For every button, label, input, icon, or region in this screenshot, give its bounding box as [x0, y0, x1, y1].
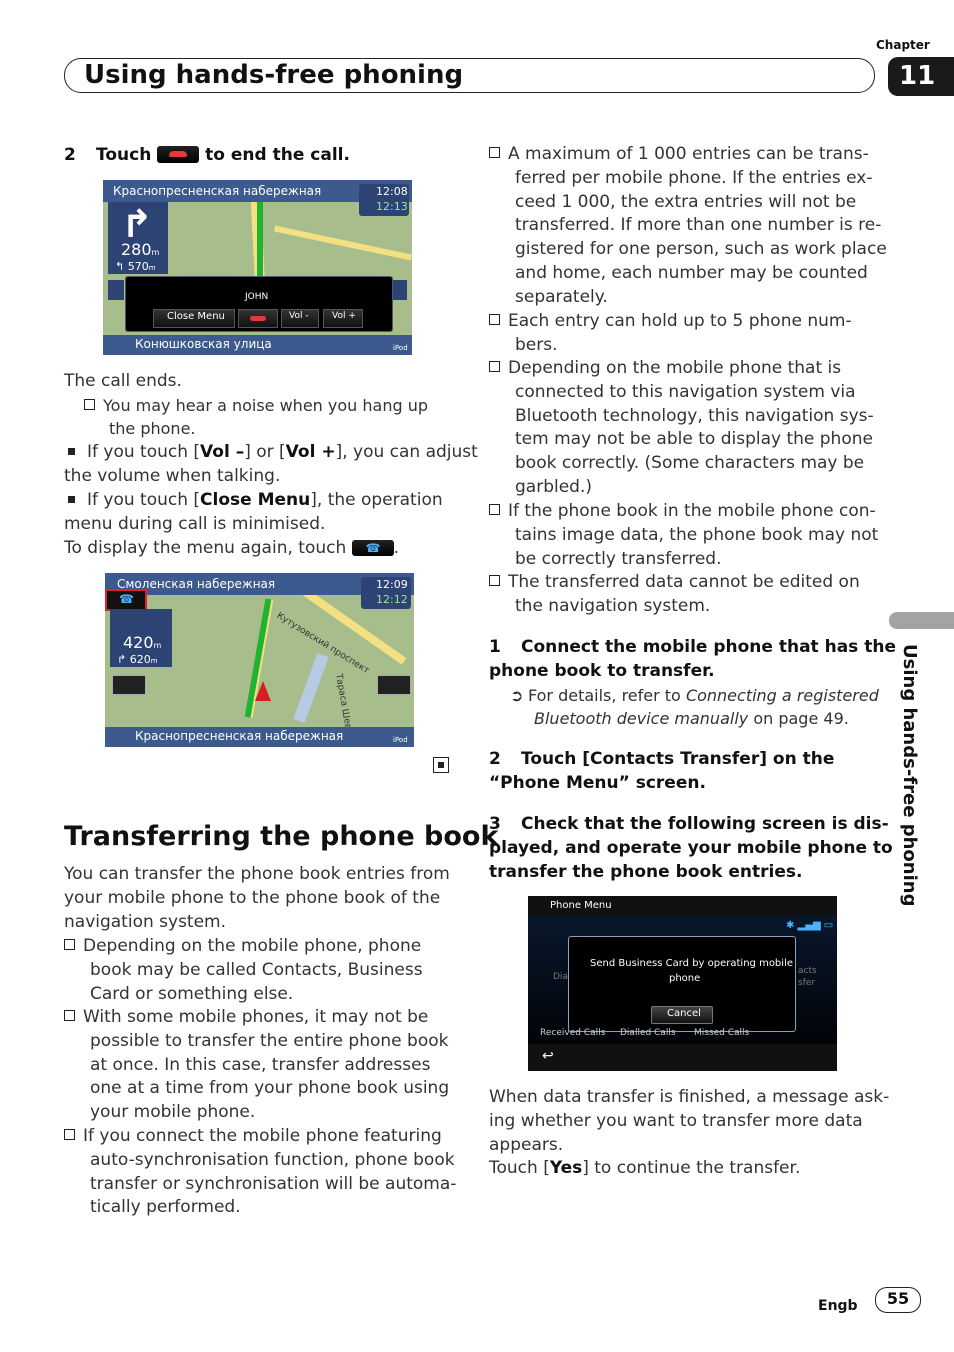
dialog-message-2: phone — [669, 973, 701, 984]
distance-label: 280m — [121, 240, 160, 259]
turn-panel — [108, 202, 168, 274]
chapter-number-badge — [888, 57, 954, 96]
vol-plus-label: Vol + — [332, 311, 356, 321]
street-name-top: Смоленская набережная — [117, 577, 276, 591]
missed-calls-label: Missed Calls — [694, 1028, 750, 1038]
distance2-label: ↱ 620m — [117, 653, 158, 666]
cancel-label: Cancel — [667, 1008, 701, 1019]
page-number-badge — [875, 1287, 921, 1313]
close-menu-label: Close Menu — [167, 311, 225, 322]
vol-info: If you touch [Vol –] or [Vol +], you can… — [64, 442, 478, 486]
yes-text: Touch [Yes] to continue the transfer. — [489, 1158, 801, 1178]
step-2-heading: 2 Touch to end the call. — [64, 144, 350, 166]
ipod-label: iPod — [393, 736, 408, 744]
left-bullet-3: If you connect the mobile phone featurin… — [64, 1125, 456, 1220]
dialog-message-1: Send Business Card by operating mobile — [590, 958, 793, 969]
reference-note: ➲For details, refer to Connecting a regi… — [510, 686, 879, 729]
side-right-text-1: acts — [798, 966, 817, 976]
phone-menu-screenshot: Phone Menu ✱ ▂▄▆ ▭ Dia acts sfer Send Bu… — [528, 896, 837, 1071]
side-tab-label: Using hands-free phoning — [899, 644, 920, 907]
right-bullet-5: The transferred data cannot be edited on… — [489, 571, 860, 619]
back-icon[interactable]: ↩ — [542, 1048, 554, 1064]
vol-plus-button[interactable] — [323, 309, 363, 328]
ipod-label: iPod — [393, 344, 408, 352]
turn-arrow-icon: ↱ — [121, 202, 153, 246]
side-left-text: Dia — [553, 972, 568, 982]
caller-name: JOHN — [245, 292, 269, 302]
distance2-label: ↰ 570m — [115, 260, 156, 273]
right-bullet-1: A maximum of 1 000 entries can be trans-… — [489, 143, 887, 310]
turn-panel — [110, 609, 172, 667]
right-bullet-3: Depending on the mobile phone that is co… — [489, 357, 874, 500]
step-text-post: to end the call. — [205, 145, 350, 165]
bluetooth-signal-icon: ✱ ▂▄▆ ▭ — [786, 920, 834, 931]
display-again-text: To display the menu again, touch ☎ . — [64, 538, 400, 558]
right-bullet-2: Each entry can hold up to 5 phone num- b… — [489, 310, 852, 358]
clock-arrival: 12:13 — [376, 200, 408, 213]
street-name-bottom: Конюшковская улица — [135, 337, 272, 351]
intro-text: You can transfer the phone book entries … — [64, 864, 450, 932]
noise-note: You may hear a noise when you hang up th… — [84, 394, 428, 440]
end-call-button[interactable] — [238, 309, 278, 328]
language-label: Engb — [818, 1298, 858, 1314]
street-name-bottom: Краснопресненская набережная — [135, 729, 344, 743]
left-bullet-1: Depending on the mobile phone, phone boo… — [64, 935, 423, 1006]
minimised-menu-screenshot: Смоленская набережная 12:09 12:12 ☎ 420m… — [105, 573, 414, 747]
phone-menu-icon: ☎ — [351, 540, 394, 556]
finish-text: When data transfer is finished, a messag… — [489, 1087, 890, 1155]
vol-minus-button[interactable] — [281, 309, 319, 328]
right-bullet-4: If the phone book in the mobile phone co… — [489, 500, 878, 571]
close-menu-info: If you touch [Close Menu], the operation… — [64, 490, 443, 534]
clock-arrival: 12:12 — [376, 593, 408, 606]
section-title: Transferring the phone book — [64, 821, 499, 852]
header-title-bar — [64, 58, 875, 93]
side-right-text-2: sfer — [798, 978, 816, 988]
cancel-button[interactable] — [651, 1006, 713, 1024]
vol-minus-label: Vol - — [289, 311, 309, 321]
step-number: 2 — [64, 145, 76, 165]
received-calls-label: Received Calls — [540, 1028, 606, 1038]
call-screen-screenshot: Краснопресненская набережная 12:08 12:13… — [103, 180, 412, 355]
arrow-icon: ➲ — [510, 686, 524, 705]
clock-current: 12:09 — [376, 578, 408, 591]
position-arrow-icon — [255, 681, 271, 701]
end-call-icon — [157, 146, 200, 163]
dialled-calls-label: Dialled Calls — [620, 1028, 676, 1038]
chapter-number: 11 — [899, 61, 936, 91]
page-number: 55 — [886, 1289, 910, 1308]
phone-menu-icon-highlight[interactable]: ☎ — [105, 589, 147, 611]
street-name-top: Краснопресненская набережная — [113, 184, 322, 198]
left-bullet-2: With some mobile phones, it may not be p… — [64, 1006, 449, 1125]
distance-label: 420m — [123, 633, 162, 652]
side-tab — [889, 612, 954, 629]
call-ends-text: The call ends. — [64, 371, 182, 391]
end-of-section-icon — [433, 757, 449, 773]
phone-menu-title: Phone Menu — [550, 900, 612, 911]
chapter-label: Chapter — [876, 38, 930, 52]
clock-current: 12:08 — [376, 185, 408, 198]
step-text-pre: Touch — [96, 145, 152, 165]
page-title: Using hands-free phoning — [84, 60, 464, 90]
close-menu-button[interactable] — [153, 309, 235, 328]
